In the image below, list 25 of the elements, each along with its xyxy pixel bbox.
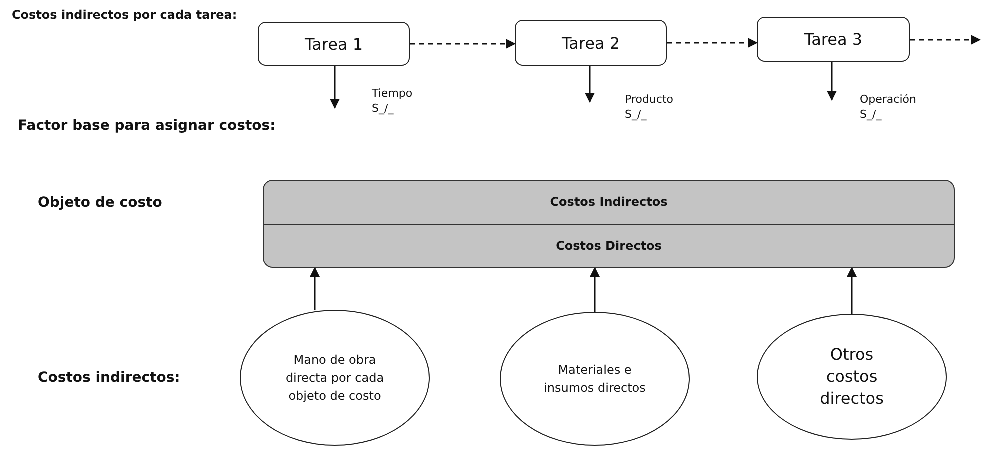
arrow bbox=[590, 267, 600, 312]
section-label: Factor base para asignar costos: bbox=[18, 118, 276, 134]
cost-ellipse: Materiales e insumos directos bbox=[500, 312, 690, 446]
section-label: Costos indirectos: bbox=[38, 370, 180, 386]
arrow bbox=[667, 38, 758, 48]
arrow bbox=[827, 62, 837, 101]
arrow bbox=[847, 267, 857, 314]
section-label: Costos indirectos por cada tarea: bbox=[12, 8, 238, 22]
cost-object-bar bbox=[263, 180, 955, 268]
task-box: Tarea 1 bbox=[258, 22, 410, 66]
band-label: Costos Directos bbox=[264, 224, 954, 267]
task-box: Tarea 2 bbox=[515, 20, 667, 66]
arrow bbox=[910, 35, 981, 45]
edge-label: Operación S_/_ bbox=[860, 92, 916, 122]
arrow bbox=[410, 39, 516, 49]
edge-label: Producto S_/_ bbox=[625, 92, 674, 122]
cost-ellipse: Mano de obra directa por cada objeto de costo bbox=[240, 310, 430, 446]
cost-ellipse: Otros costos directos bbox=[757, 314, 947, 440]
task-box: Tarea 3 bbox=[757, 17, 910, 62]
edge-label: Tiempo S_/_ bbox=[372, 86, 413, 116]
band-label: Costos Indirectos bbox=[549, 194, 669, 212]
arrow bbox=[310, 267, 320, 310]
arrow bbox=[330, 66, 340, 109]
section-label: Objeto de costo bbox=[38, 195, 162, 211]
arrow bbox=[585, 66, 595, 103]
